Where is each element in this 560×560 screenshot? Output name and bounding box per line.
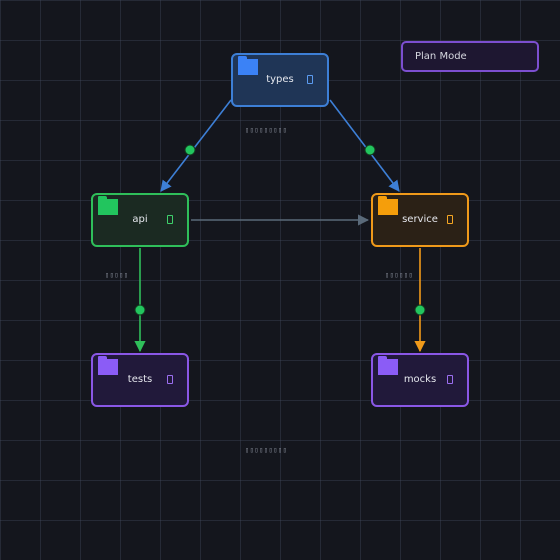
edge-types-service[interactable] xyxy=(329,99,400,192)
node-mocks[interactable]: mocks xyxy=(371,353,469,407)
node-api[interactable]: api xyxy=(91,193,189,247)
node-label: api xyxy=(132,214,148,225)
plan-mode-label: Plan Mode xyxy=(415,51,467,62)
folder-icon xyxy=(378,196,398,215)
edge-label-types: ▯▯▯▯▯▯▯▯▯ xyxy=(245,126,288,134)
folder-icon xyxy=(98,196,118,215)
node-tests[interactable]: tests xyxy=(91,353,189,407)
edge-label-api-tests: ▯▯▯▯▯ xyxy=(105,271,129,279)
folder-icon xyxy=(238,56,258,75)
file-badge-icon xyxy=(447,375,453,384)
node-service[interactable]: service xyxy=(371,193,469,247)
edge-handle-service-mocks[interactable] xyxy=(414,304,426,316)
edge-types-api[interactable] xyxy=(160,99,232,192)
plan-mode-button[interactable]: Plan Mode xyxy=(401,41,539,72)
node-types[interactable]: types xyxy=(231,53,329,107)
folder-icon xyxy=(98,356,118,375)
node-label: service xyxy=(402,214,438,225)
node-label: types xyxy=(266,74,294,85)
folder-icon xyxy=(378,356,398,375)
node-label: mocks xyxy=(403,374,437,385)
edge-handle-types-service[interactable] xyxy=(364,144,376,156)
node-label: tests xyxy=(127,374,153,385)
edge-handle-api-tests[interactable] xyxy=(134,304,146,316)
edge-handle-types-api[interactable] xyxy=(184,144,196,156)
file-badge-icon xyxy=(447,215,453,224)
edge-label-service-mocks: ▯▯▯▯▯▯ xyxy=(385,271,414,279)
file-badge-icon xyxy=(167,375,173,384)
edge-label-bottom: ▯▯▯▯▯▯▯▯▯ xyxy=(245,446,288,454)
file-badge-icon xyxy=(167,215,173,224)
file-badge-icon xyxy=(307,75,313,84)
